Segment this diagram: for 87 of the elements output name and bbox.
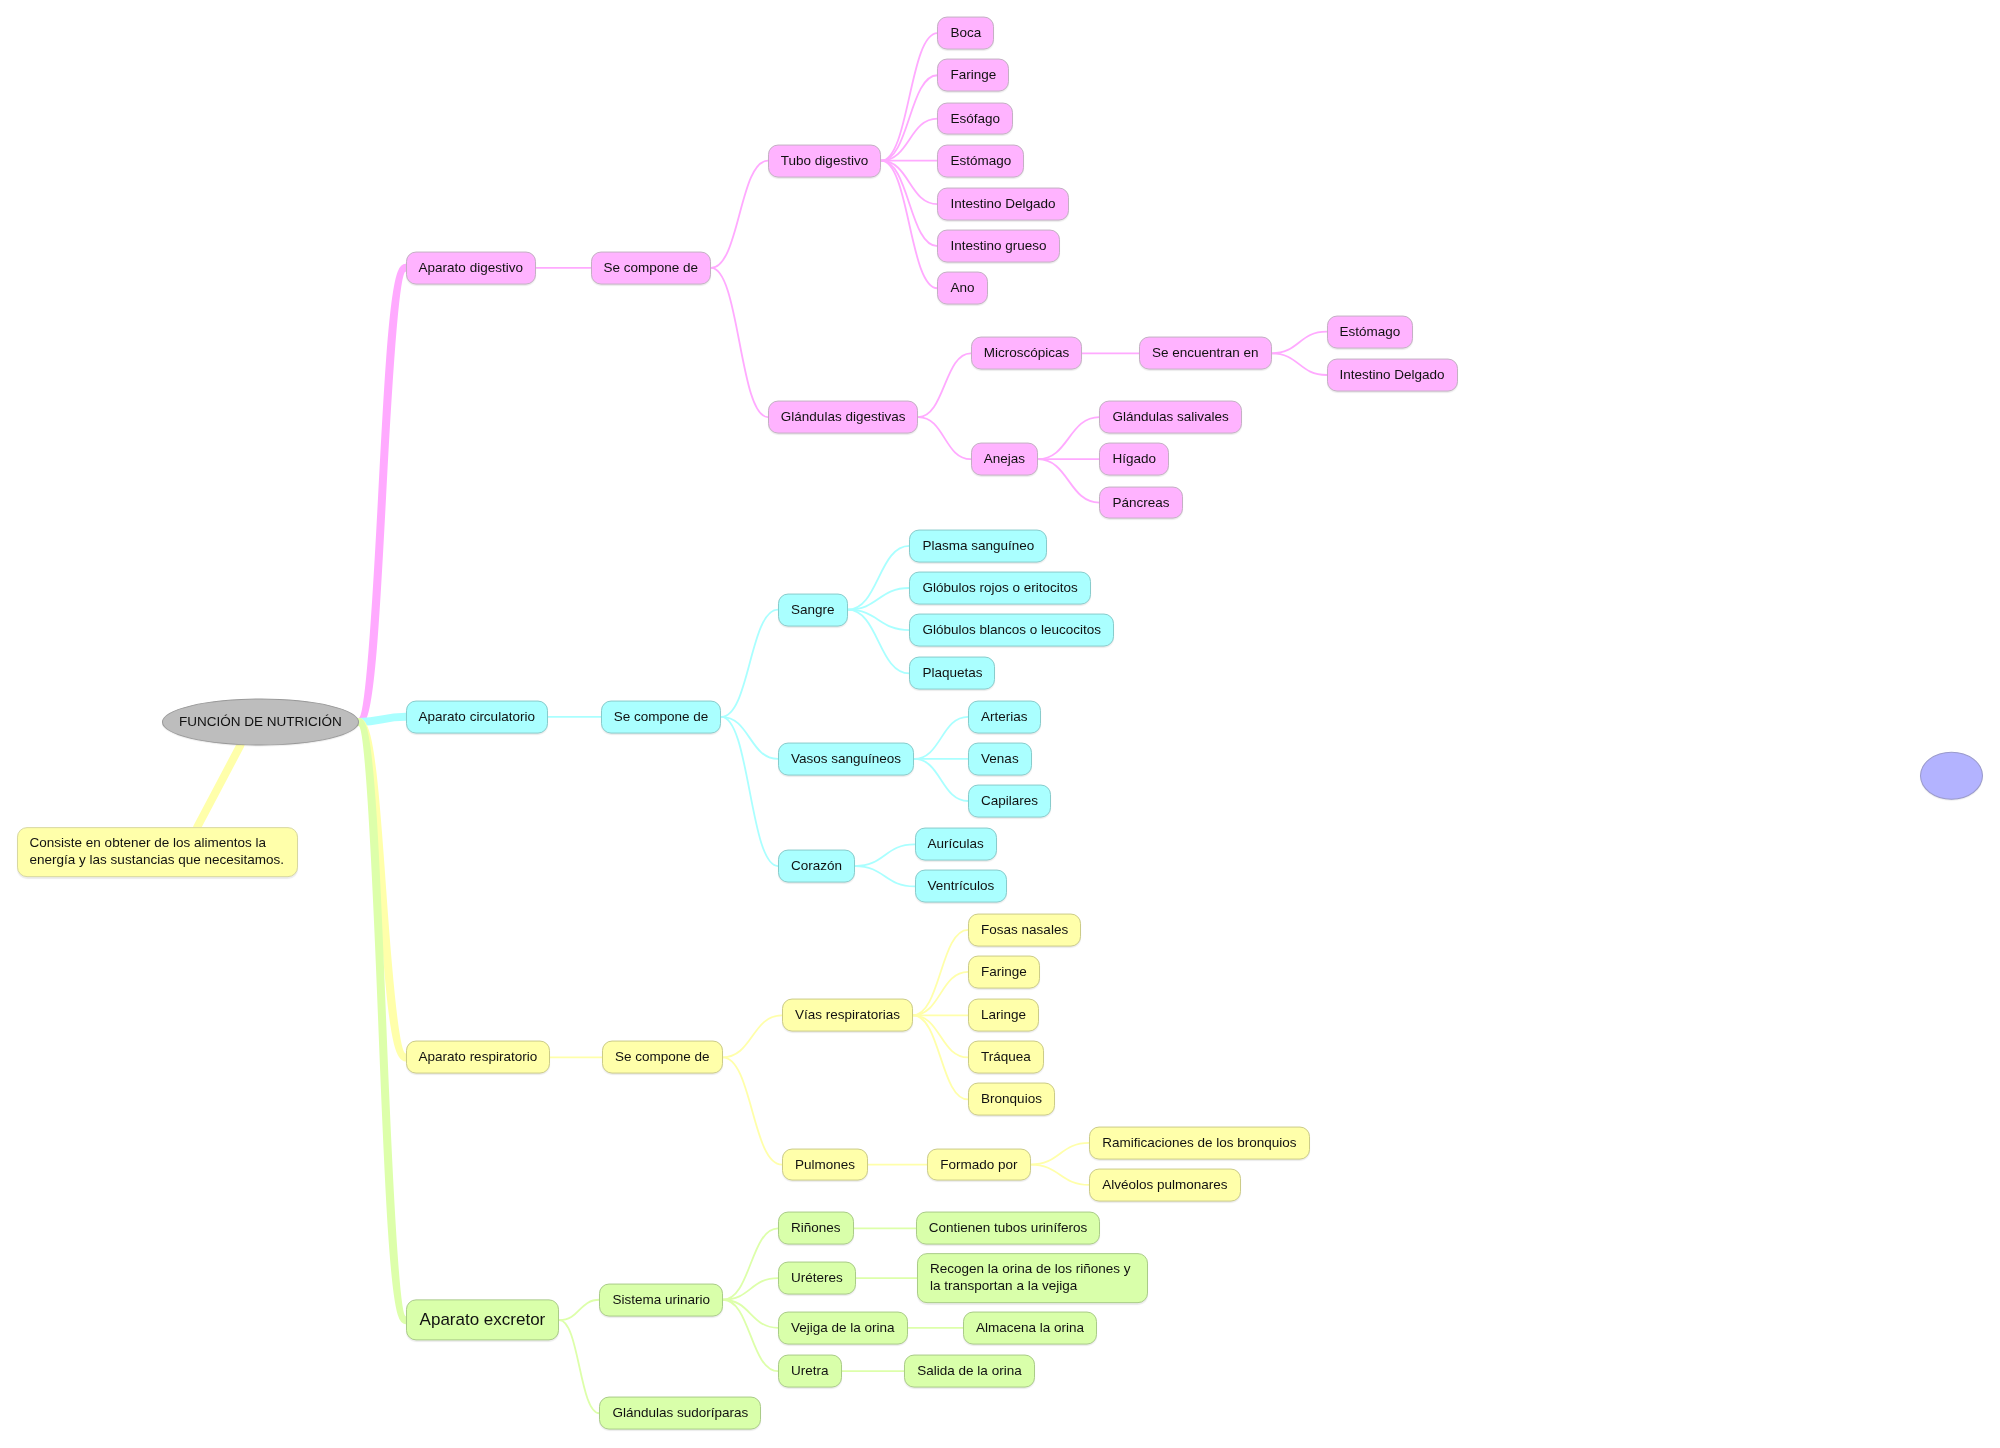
connector-line (880, 74, 939, 162)
topic-box: Contienen tubos uriníferos (915, 1211, 1101, 1245)
connector-line (1081, 352, 1140, 355)
connector-line (912, 1014, 969, 1101)
topic-box: Recogen la orina de los riñones y la transportan a la vejiga (917, 1253, 1148, 1303)
topic-box: Plaquetas (909, 657, 996, 690)
topic-box: Boca (937, 16, 995, 50)
connector-line (535, 266, 592, 269)
topic-box: Vías respiratorias (781, 998, 913, 1032)
topic-box: Se compone de (590, 251, 712, 285)
topic-box: Sistema urinario (599, 1283, 724, 1317)
central-topic-oval: FUNCIÓN DE NUTRICIÓN (162, 698, 359, 746)
topic-box: Anejas (970, 442, 1038, 476)
topic-box: Tubo digestivo (767, 144, 882, 178)
connector-line (867, 1163, 929, 1166)
topic-box: Aparato digestivo (405, 251, 536, 285)
topic-box: Capilares (968, 784, 1052, 818)
topic-box: Glóbulos blancos o leucocitos (909, 613, 1115, 647)
topic-box: Bronquios (968, 1083, 1055, 1116)
connector-line (558, 1298, 601, 1322)
connector-line (913, 758, 969, 802)
topic-box: Glándulas sudoríparas (599, 1396, 762, 1430)
topic-box: Alvéolos pulmonares (1089, 1168, 1241, 1202)
connector-line (722, 1298, 779, 1373)
connector-line (912, 1014, 969, 1017)
topic-box: Hígado (1099, 442, 1169, 476)
topic-box: Se compone de (602, 1040, 723, 1074)
connector-line (710, 159, 769, 269)
topic-box: Uréteres (778, 1261, 856, 1295)
topic-box: Páncreas (1099, 486, 1183, 519)
topic-box: Fosas nasales (968, 913, 1082, 947)
topic-box: Vejiga de la orina (778, 1311, 908, 1345)
topic-box: Formado por (927, 1148, 1031, 1181)
topic-box: Salida de la orina (904, 1354, 1035, 1388)
topic-box: Esófago (937, 102, 1014, 136)
topic-box: Se compone de (600, 700, 722, 734)
topic-box: Almacena la orina (963, 1311, 1098, 1345)
topic-box: Glándulas digestivas (767, 400, 919, 434)
topic-box: Arterias (968, 700, 1041, 734)
connector-line (721, 1014, 783, 1059)
connector-line (558, 1319, 601, 1415)
connector-line (1029, 1163, 1091, 1186)
topic-box: Aparato respiratorio (405, 1040, 551, 1074)
topic-box: Intestino grueso (937, 229, 1060, 263)
topic-box: Intestino Delgado (1326, 358, 1458, 392)
connector-line (917, 416, 972, 461)
connector-line (906, 1326, 964, 1329)
connector-line (547, 715, 602, 718)
topic-box: Uretra (778, 1354, 842, 1388)
topic-box: Aparato circulatorio (405, 700, 548, 734)
topic-box: Tráquea (968, 1040, 1044, 1074)
connector-line (720, 715, 779, 867)
topic-box: Estómago (937, 144, 1025, 178)
topic-box: Ventrículos (914, 870, 1008, 903)
connector-line (722, 1227, 779, 1301)
topic-box: Microscópicas (970, 336, 1083, 370)
topic-box: Ano (937, 271, 988, 305)
connector-line (854, 865, 916, 888)
topic-box: Faringe (968, 955, 1040, 989)
connector-line (549, 1056, 603, 1059)
connector-line (846, 608, 911, 675)
topic-box: Faringe (937, 58, 1010, 92)
topic-box: Vasos sanguíneos (778, 742, 915, 776)
connector-line (840, 1370, 906, 1373)
topic-box: Plasma sanguíneo (909, 529, 1048, 563)
topic-box: Se encuentran en (1139, 336, 1272, 370)
connector-line (852, 1227, 917, 1230)
topic-box: Estómago (1326, 315, 1414, 349)
topic-box: Glóbulos rojos o eritocitos (909, 571, 1091, 605)
note-box: Consiste en obtener de los alimentos la energía y las sustancias que necesitamos. (16, 827, 298, 877)
topic-box: Aurículas (914, 827, 997, 861)
connector-line (710, 266, 769, 418)
topic-box: Sangre (778, 593, 848, 627)
topic-box: Corazón (778, 849, 856, 883)
topic-box: Riñones (778, 1211, 854, 1245)
topic-box: Glándulas salivales (1099, 400, 1242, 434)
connector-line (854, 1277, 918, 1279)
connector-line (721, 1056, 783, 1166)
topic-box: Laringe (968, 998, 1040, 1032)
topic-box: Pulmones (781, 1148, 868, 1181)
connector-line (1270, 352, 1328, 376)
topic-box: Ramificaciones de los bronquios (1089, 1126, 1310, 1160)
connector-line (912, 1014, 969, 1059)
connector-line (1037, 458, 1101, 504)
topic-box: Venas (968, 742, 1032, 776)
topic-box: Aparato excretor (405, 1299, 560, 1341)
topic-box: Intestino Delgado (937, 187, 1069, 221)
